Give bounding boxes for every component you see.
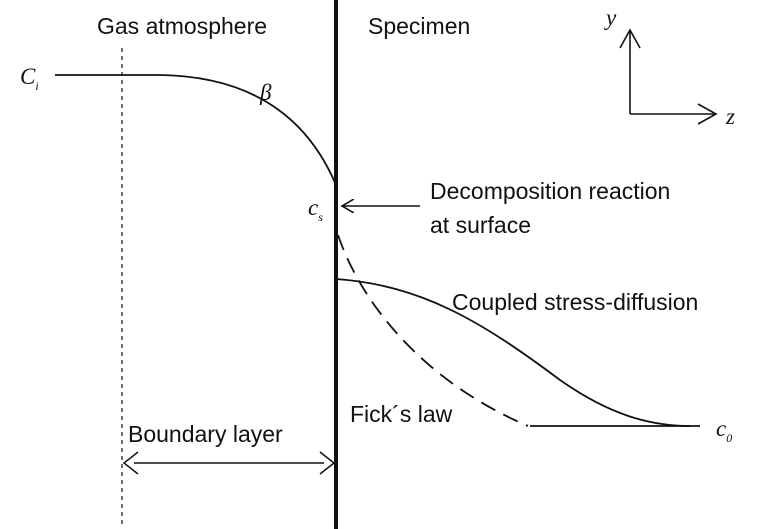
boundary-layer-label: Boundary layer: [128, 421, 283, 447]
fick-law-label: Fick´s law: [350, 401, 453, 427]
reaction-label-line1: Decomposition reaction: [430, 178, 670, 204]
gas-concentration-curve: [55, 74, 337, 186]
coupled-stress-diffusion-curve: [335, 278, 691, 427]
y-axis-label: y: [604, 5, 617, 30]
fick-law-curve: [337, 234, 529, 427]
boundary-arrow-right-head: [319, 451, 336, 475]
reaction-label-line2: at surface: [430, 212, 531, 238]
specimen-label: Specimen: [368, 13, 470, 39]
bulk-specimen-concentration-label: c0: [716, 416, 732, 445]
gas-atmosphere-label: Gas atmosphere: [97, 13, 267, 39]
y-axis-arrow-head: [619, 28, 641, 49]
boundary-arrow-left-head: [122, 451, 139, 475]
coupled-stress-diffusion-label: Coupled stress-diffusion: [452, 289, 698, 315]
z-axis-label: z: [725, 104, 735, 129]
surface-concentration-label: cs: [308, 195, 323, 224]
mass-transfer-coefficient-label: β: [259, 80, 272, 105]
bulk-gas-concentration-label: Ci: [20, 64, 39, 93]
z-axis-arrow-head: [697, 103, 718, 125]
